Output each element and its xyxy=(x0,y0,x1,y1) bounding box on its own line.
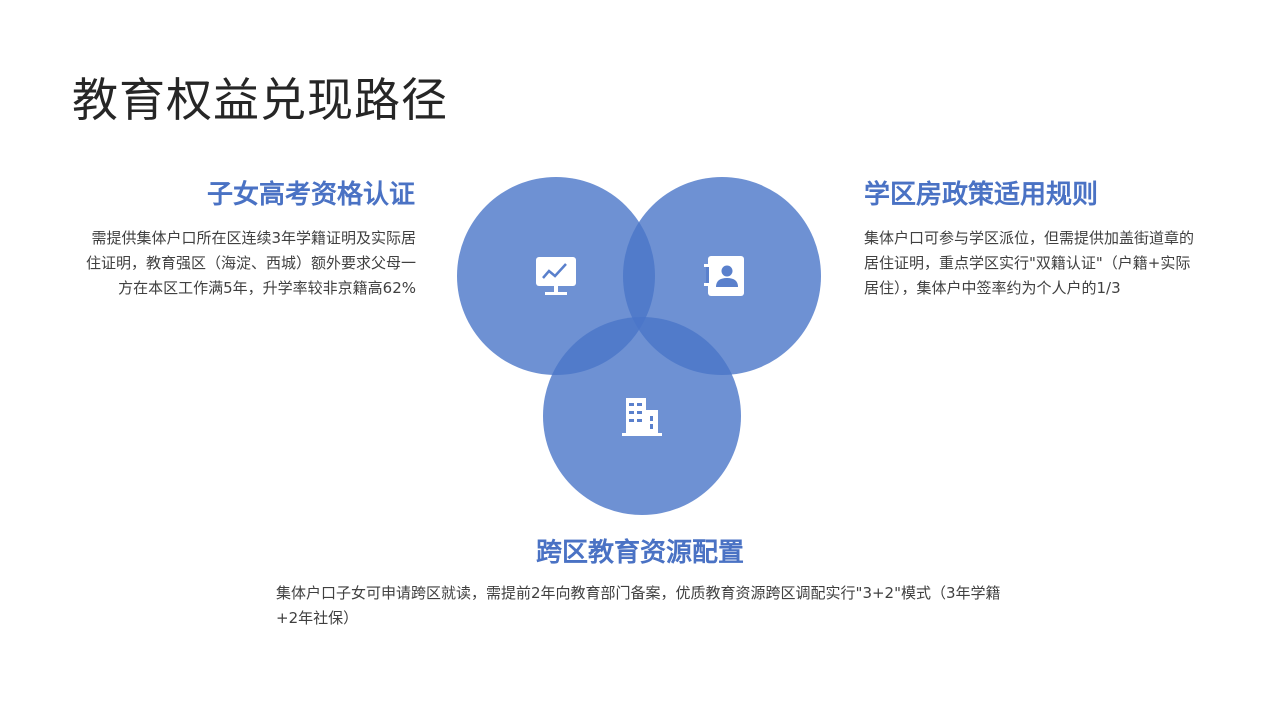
heading-cross-district-resources: 跨区教育资源配置 xyxy=(535,538,744,568)
building-icon xyxy=(622,398,662,436)
heading-school-district-policy: 学区房政策适用规则 xyxy=(864,180,1099,210)
description-gaokao-qualification: 需提供集体户口所在区连续3年学籍证明及实际居住证明，教育强区（海淀、西城）额外要… xyxy=(85,229,416,297)
description-school-district-policy: 集体户口可参与学区派位，但需提供加盖街道章的居住证明，重点学区实行"双籍认证"（… xyxy=(864,229,1195,297)
contact-book-icon xyxy=(704,256,744,296)
heading-gaokao-qualification: 子女高考资格认证 xyxy=(206,180,415,210)
page-title: 教育权益兑现路径 xyxy=(72,73,448,127)
description-cross-district-resources: 集体户口子女可申请跨区就读，需提前2年向教育部门备案，优质教育资源跨区调配实行"… xyxy=(276,584,1001,627)
monitor-chart-icon xyxy=(536,257,576,295)
